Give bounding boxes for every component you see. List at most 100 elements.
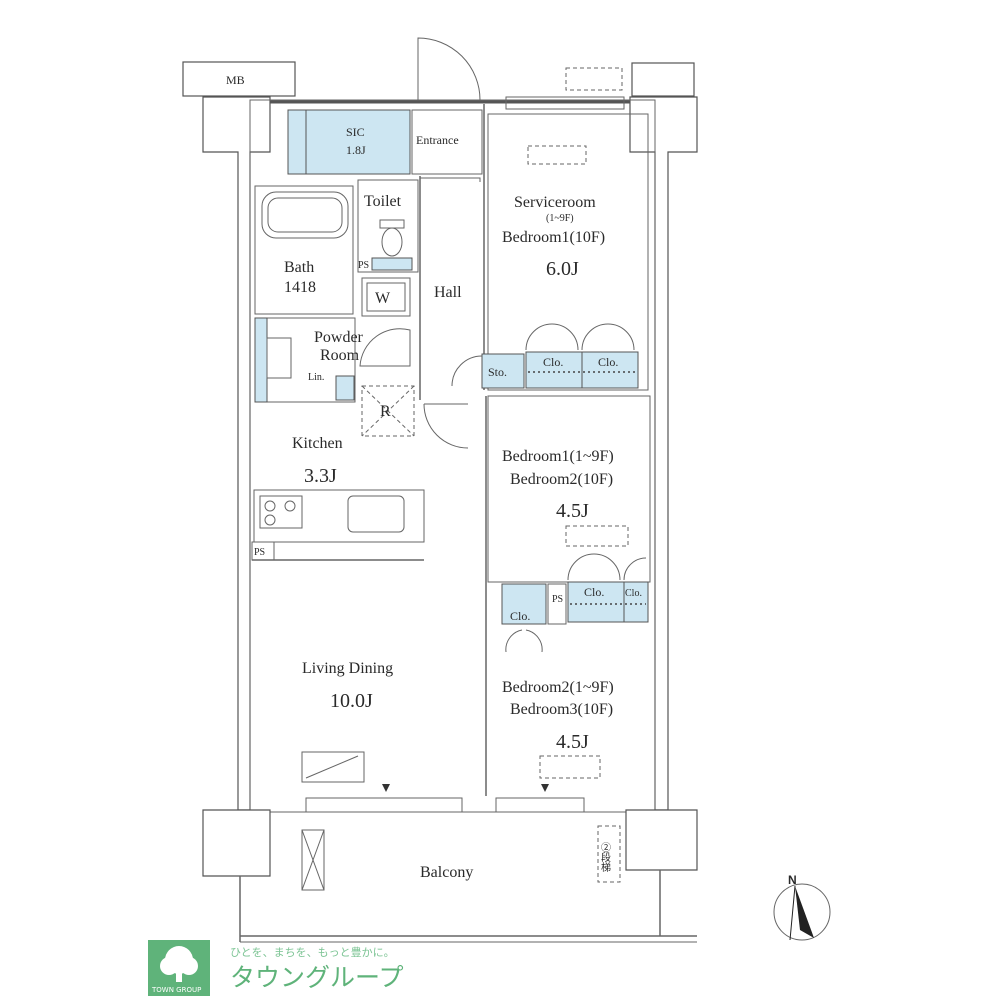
living-label: Living Dining xyxy=(302,660,393,677)
living-ac-diag xyxy=(305,755,359,779)
bath-room xyxy=(254,185,354,315)
closet-3 xyxy=(501,583,547,625)
bedroom-low-label-2: Bedroom3(10F) xyxy=(510,701,613,718)
powder-label-2: Room xyxy=(320,347,360,364)
kitchen-sink xyxy=(347,495,405,533)
sic-size: 1.8J xyxy=(346,143,366,157)
powder-vanity xyxy=(254,317,268,403)
ladder-label: ②段梯 xyxy=(599,842,611,873)
kitchen-label: Kitchen xyxy=(292,435,343,452)
bedroom-mid-size: 4.5J xyxy=(556,500,589,522)
top-window xyxy=(505,96,625,110)
logo-tree-trunk xyxy=(176,970,182,982)
washer xyxy=(361,277,411,317)
closet-2-label: Clo. xyxy=(598,355,618,369)
sic-room xyxy=(287,109,411,175)
living-door-arc xyxy=(423,403,469,449)
entrance-room xyxy=(411,109,483,175)
burner-1 xyxy=(264,500,276,512)
compass: N xyxy=(773,873,831,941)
right-column-bottom xyxy=(625,809,698,871)
compass-line xyxy=(789,885,796,941)
compass-circle xyxy=(773,883,831,941)
bedroom-window-marker xyxy=(541,784,549,792)
powder-sink xyxy=(266,337,292,379)
closet-5 xyxy=(623,581,649,623)
kitchen-counter xyxy=(253,489,425,543)
toilet-sink xyxy=(371,257,413,271)
bath-label: Bath xyxy=(284,259,314,276)
bedroom-mid-label-2: Bedroom2(10F) xyxy=(510,471,613,488)
entrance-label: Entrance xyxy=(416,133,459,147)
linen-cabinet xyxy=(335,375,355,401)
town-group-logo: TOWN GROUP ひとを、まちを、もっと豊かに。 タウングループ xyxy=(148,940,404,996)
closet-door-arcs-1 xyxy=(525,323,635,351)
linen-label: Lin. xyxy=(308,372,324,383)
toilet-ps: PS xyxy=(358,260,369,271)
kitchen-ps: PS xyxy=(254,547,265,558)
burner-3 xyxy=(264,514,276,526)
refrigerator-label: R xyxy=(380,403,391,420)
storage-label: Sto. xyxy=(488,365,507,379)
serviceroom xyxy=(487,113,649,391)
toilet-bowl xyxy=(381,227,403,257)
powder-label-1: Powder xyxy=(314,329,364,346)
living-size: 10.0J xyxy=(330,690,373,712)
burner-2 xyxy=(284,500,296,512)
serviceroom-label-2: (1~9F) xyxy=(546,213,574,224)
left-column-bottom xyxy=(202,809,271,877)
logo-tree-crown-2 xyxy=(160,957,178,975)
mb-box xyxy=(182,61,296,97)
serviceroom-ac xyxy=(527,145,587,165)
closet-4 xyxy=(567,581,625,623)
stove xyxy=(259,495,303,529)
ladder-box xyxy=(597,825,621,883)
washer-inner xyxy=(366,282,406,312)
hall-label: Hall xyxy=(434,284,462,301)
logo-tagline: ひとを、まちを、もっと豊かに。 xyxy=(230,946,395,959)
serviceroom-label-1: Serviceroom xyxy=(514,194,596,211)
ac-box xyxy=(631,62,695,97)
balcony-ac-x2 xyxy=(301,829,325,891)
logo-sub: TOWN GROUP xyxy=(151,986,201,994)
ps-mid-label: PS xyxy=(552,594,563,605)
closet-4-label: Clo. xyxy=(584,585,604,599)
hall-small-door-arc xyxy=(451,355,483,387)
living-window-marker xyxy=(382,784,390,792)
bedroom-mid-label-1: Bedroom1(1~9F) xyxy=(502,448,614,465)
left-column-top xyxy=(202,96,271,811)
serviceroom-size: 6.0J xyxy=(546,258,579,280)
closet-2 xyxy=(581,351,639,389)
washer-label: W xyxy=(375,290,391,307)
balcony-label: Balcony xyxy=(420,864,473,881)
ac-dashed xyxy=(565,67,623,91)
bathtub-inner xyxy=(267,197,343,233)
living-ac xyxy=(301,751,365,783)
bedroom-low-size: 4.5J xyxy=(556,731,589,753)
toilet-label: Toilet xyxy=(364,193,402,210)
bedroom-low-label-1: Bedroom2(1~9F) xyxy=(502,679,614,696)
hall-door-arc xyxy=(420,177,481,182)
closet-1-label: Clo. xyxy=(543,355,563,369)
compass-n: N xyxy=(788,873,797,887)
powder-door-arc xyxy=(359,328,411,367)
logo-brand: タウングループ xyxy=(230,963,404,992)
kitchen-size: 3.3J xyxy=(304,465,337,487)
refrigerator-x2 xyxy=(361,385,415,437)
bedroom-low-ac xyxy=(539,755,601,779)
storage xyxy=(481,353,525,389)
bedroom-mid-ac xyxy=(565,525,629,547)
entrance-door-arc xyxy=(417,37,481,101)
refrigerator xyxy=(361,385,415,437)
bedroom-window xyxy=(495,797,585,813)
bedroom-mid xyxy=(487,395,651,583)
closet-door-arcs-2 xyxy=(567,553,647,581)
closet-3-door-arcs xyxy=(505,629,543,653)
mb-label: MB xyxy=(226,73,245,87)
balcony-ac-unit xyxy=(301,829,325,891)
serviceroom-label-3: Bedroom1(10F) xyxy=(502,229,605,246)
closet-5-label: Clo. xyxy=(625,588,642,599)
toilet-tank xyxy=(379,219,405,229)
toilet-room xyxy=(357,179,419,273)
logo-tree-crown-3 xyxy=(180,957,198,975)
